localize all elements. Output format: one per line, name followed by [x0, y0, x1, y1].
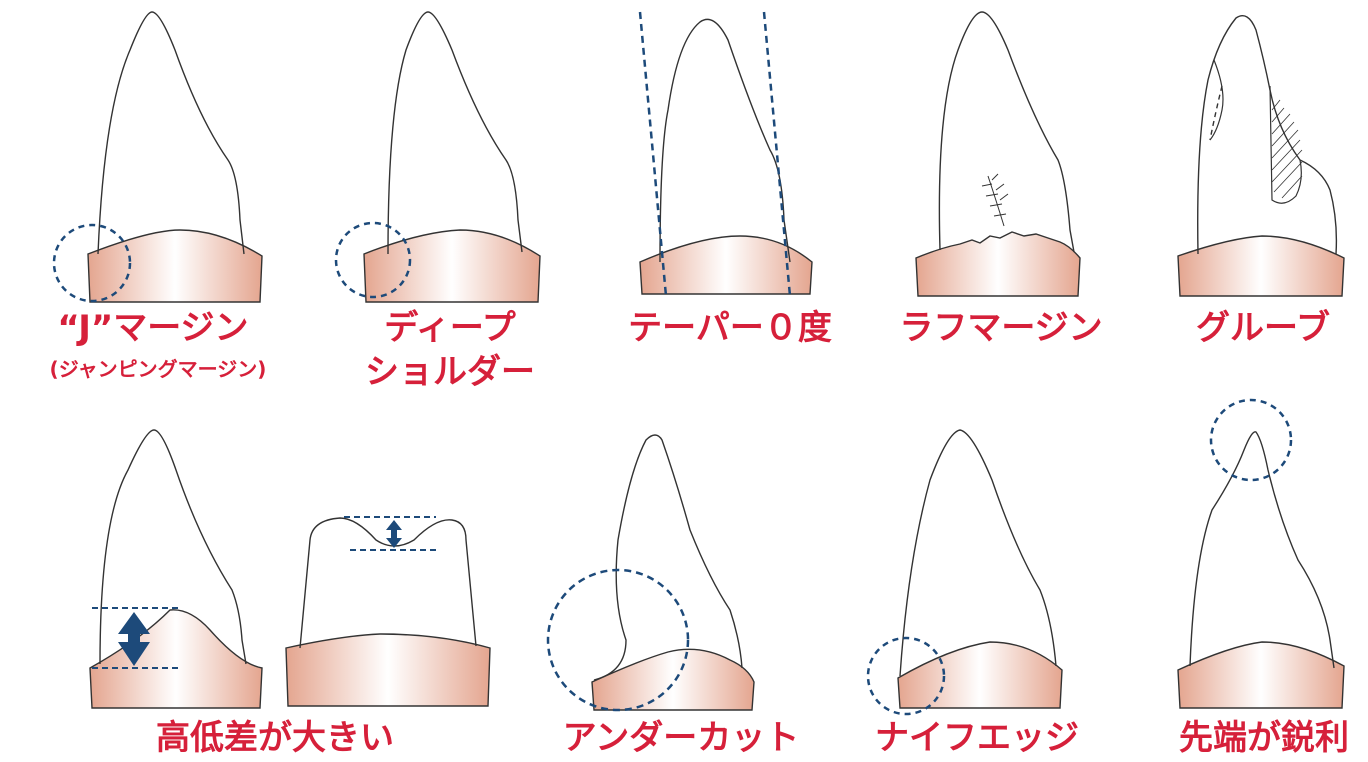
tooth-outline — [939, 12, 1074, 252]
tooth-j-margin — [54, 12, 262, 302]
tooth-outline — [1198, 16, 1337, 254]
double-arrow — [386, 520, 402, 548]
label-deep-shoulder-2: ショルダー — [350, 352, 550, 392]
tooth-outline — [98, 12, 244, 254]
taper-line-left — [640, 12, 666, 296]
label-groove: グルーブ — [1168, 308, 1358, 348]
tooth-knife-edge — [868, 430, 1062, 714]
gum — [916, 232, 1080, 296]
tooth-rough-margin — [916, 12, 1080, 296]
tooth-undercut — [548, 435, 754, 710]
tooth-height-diff-front — [286, 517, 490, 706]
label-deep-shoulder-1: ディープ — [360, 308, 540, 348]
label-sharp-tip: 先端が鋭利 — [1166, 718, 1362, 758]
label-rough-margin: ラフマージン — [896, 308, 1106, 348]
tooth-sharp-tip — [1178, 400, 1344, 708]
gum — [898, 642, 1062, 708]
label-knife-edge: ナイフエッジ — [872, 718, 1082, 758]
tooth-outline — [1190, 432, 1334, 668]
tooth-deep-shoulder — [336, 12, 540, 302]
gum — [88, 230, 262, 302]
sublabel-j-margin: (ジャンピングマージン) — [8, 356, 308, 382]
marker-circle — [1211, 400, 1291, 480]
gum — [592, 649, 754, 710]
groove-right — [1270, 86, 1301, 203]
label-height-difference: 高低差が大きい — [150, 718, 400, 758]
gum — [286, 634, 490, 706]
tooth-outline — [594, 435, 742, 680]
tooth-outline — [300, 518, 476, 648]
tooth-outline — [660, 19, 790, 262]
gum — [364, 230, 540, 302]
tooth-groove — [1178, 16, 1344, 296]
label-undercut: アンダーカット — [556, 718, 806, 758]
gum — [90, 610, 262, 708]
label-taper-zero: テーパー０度 — [620, 308, 840, 348]
tooth-outline — [900, 430, 1056, 676]
tooth-outline — [388, 12, 522, 254]
gum — [1178, 236, 1344, 296]
rough-marks — [982, 174, 1008, 226]
groove-left-edge — [1210, 60, 1223, 140]
label-j-margin: “J”マージン — [48, 308, 258, 348]
gum — [1178, 642, 1344, 708]
tooth-height-diff-side — [90, 430, 262, 708]
tooth-taper-zero — [640, 12, 812, 296]
groove-left — [1210, 86, 1222, 140]
